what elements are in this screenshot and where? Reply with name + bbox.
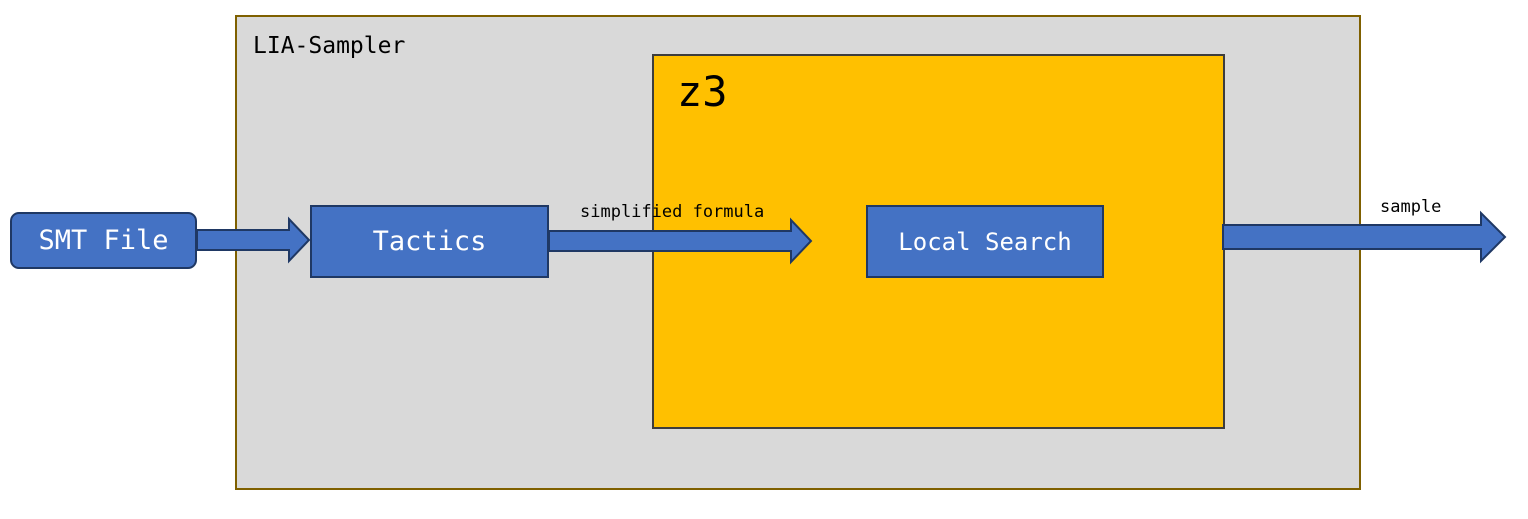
tactics-label: Tactics [372, 226, 487, 257]
arrow-z3-to-sample [1222, 210, 1507, 264]
lia-sampler-title: LIA-Sampler [253, 33, 406, 59]
arrow-tactics-to-local-search [548, 217, 813, 265]
sample-label: sample [1380, 197, 1442, 217]
arrow-smt-to-tactics [196, 216, 311, 264]
local-search-node: Local Search [866, 205, 1104, 278]
tactics-node: Tactics [310, 205, 549, 278]
smt-file-node: SMT File [10, 212, 197, 269]
z3-title: z3 [677, 67, 728, 116]
local-search-label: Local Search [898, 227, 1072, 256]
smt-file-label: SMT File [38, 225, 169, 256]
simplified-formula-label: simplified formula [580, 202, 765, 222]
